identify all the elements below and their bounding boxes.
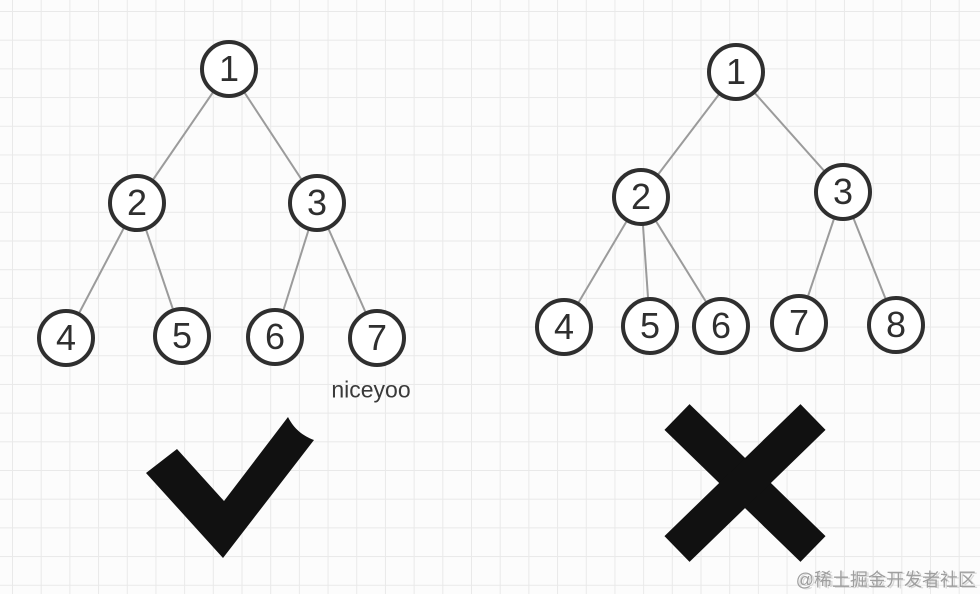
right-tree-node-1: 1 [707,43,765,101]
x-icon [664,404,826,562]
left-tree-node-5: 5 [153,307,211,365]
left-tree-node-2: 2 [108,174,166,232]
left-tree-node-1: 1 [200,40,258,98]
right-tree-node-7: 7 [770,294,828,352]
right-tree-node-6: 6 [692,297,750,355]
right-tree-node-8: 8 [867,296,925,354]
caption-niceyoo: niceyoo [331,376,411,403]
watermark-text: @稀土掘金开发者社区 [795,570,976,590]
right-tree-node-5: 5 [621,297,679,355]
check-icon [146,417,314,558]
right-tree-node-4: 4 [535,298,593,356]
left-tree-node-7: 7 [348,309,406,367]
left-tree-node-4: 4 [37,309,95,367]
left-tree-node-3: 3 [288,174,346,232]
right-tree-node-3: 3 [814,163,872,221]
right-tree-node-2: 2 [612,168,670,226]
left-tree-node-6: 6 [246,308,304,366]
